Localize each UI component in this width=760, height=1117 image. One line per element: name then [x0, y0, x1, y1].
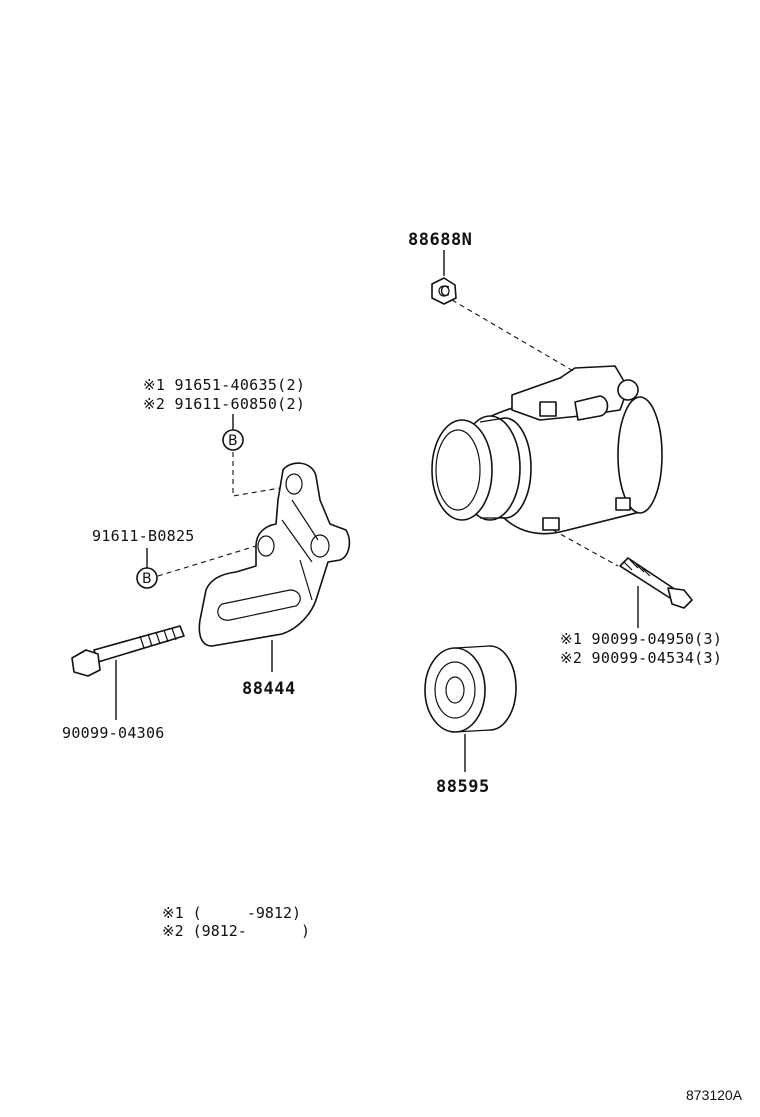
label-bracket-bolt-2: ※2 91611-60850(2) — [143, 395, 305, 413]
svg-text:B: B — [142, 571, 152, 587]
label-compressor-bolt-1: ※1 90099-04950(3) — [560, 630, 722, 648]
compressor-bolt — [619, 557, 693, 609]
compressor — [431, 365, 663, 535]
label-88595: 88595 — [436, 777, 490, 797]
footnote-1: ※1 ( -9812) — [162, 904, 301, 922]
diagram-ref-code: 873120A — [686, 1087, 743, 1103]
svg-text:B: B — [228, 433, 238, 449]
marker-b-top: B — [222, 429, 244, 451]
footnote-2: ※2 (9812- ) — [162, 922, 310, 940]
label-bracket-bolt-1: ※1 91651-40635(2) — [143, 376, 305, 394]
bracket-long-bolt — [71, 625, 185, 677]
label-88688n: 88688N — [408, 230, 472, 250]
label-90099-04306: 90099-04306 — [62, 724, 165, 742]
label-91611-b0825: 91611-B0825 — [92, 527, 195, 545]
marker-b-left: B — [136, 567, 158, 589]
pulley-88595 — [424, 645, 517, 733]
nut-88688n: C — [431, 277, 457, 305]
bracket-88444 — [198, 462, 351, 647]
label-88444: 88444 — [242, 679, 296, 699]
label-compressor-bolt-2: ※2 90099-04534(3) — [560, 649, 722, 667]
marker-c: C — [440, 284, 450, 300]
